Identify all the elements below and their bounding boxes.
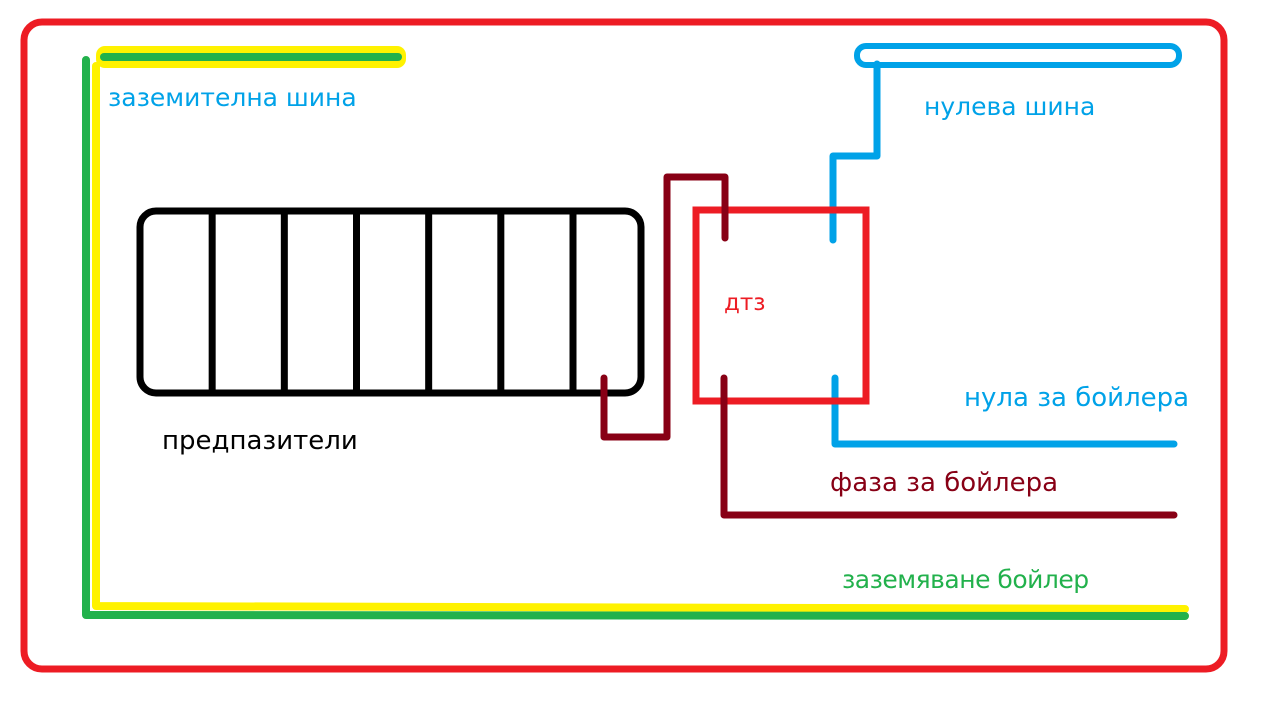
fuse-block — [136, 207, 645, 397]
ground-wire-yellow — [92, 62, 1189, 613]
rcd-label: дтз — [724, 290, 766, 316]
enclosure-border — [20, 18, 1228, 673]
ground-wire-green — [82, 56, 1189, 620]
ground-bus-label: заземителна шина — [108, 83, 357, 112]
fuse-block-frame — [136, 207, 645, 397]
neutral-in-wire — [829, 60, 881, 244]
ground-boiler-label: заземяване бойлер — [842, 565, 1089, 594]
rcd-box — [692, 206, 870, 405]
phase-out-wire — [720, 374, 1178, 519]
ground-wire — [82, 46, 1189, 620]
fuses-label: предпазители — [162, 426, 358, 456]
phase-boiler-label: фаза за бойлера — [830, 468, 1059, 498]
neutral-bus-label: нулева шина — [924, 92, 1096, 121]
phase-in-wire — [600, 173, 729, 441]
phase-wiring — [600, 173, 1178, 519]
neutral-boiler-label: нула за бойлера — [964, 383, 1190, 413]
neutral-bus — [854, 43, 1182, 68]
